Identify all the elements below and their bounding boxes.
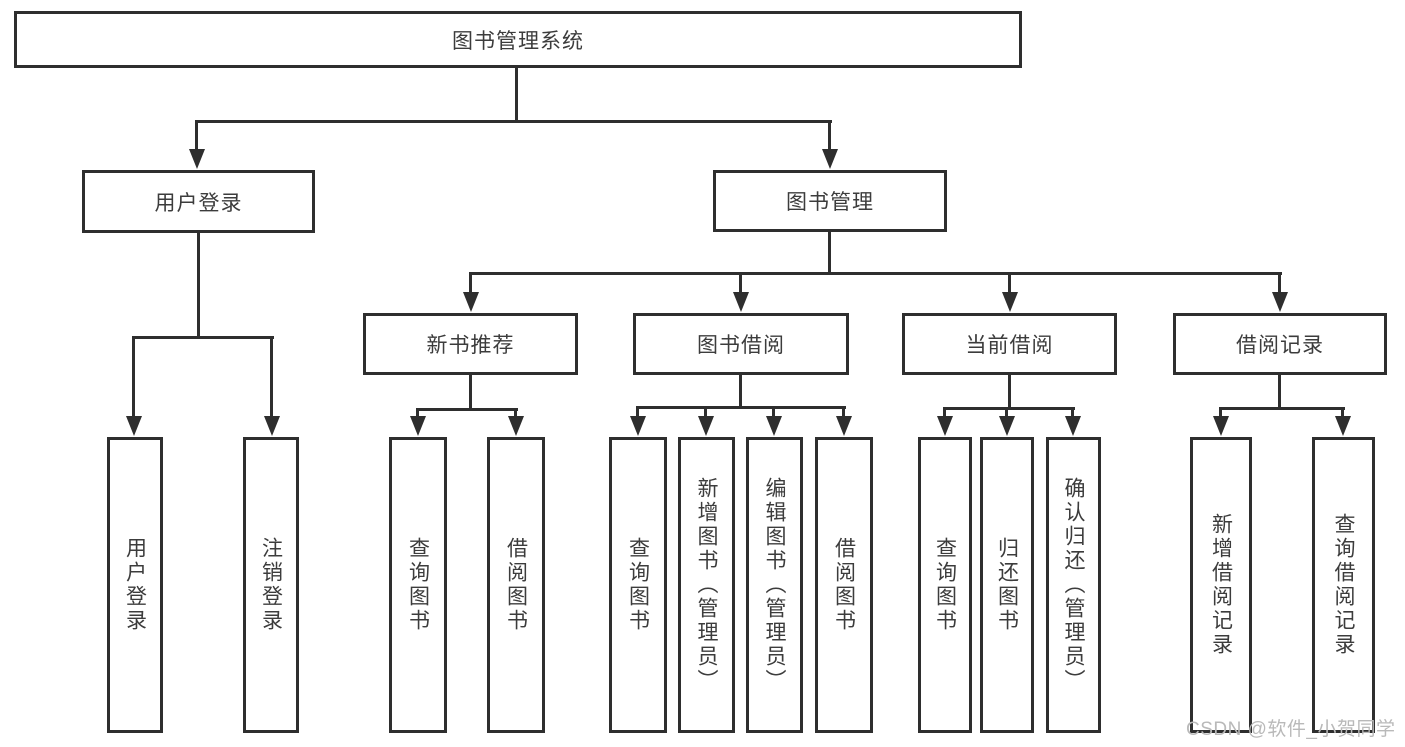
node-user-login-label: 用户登录: [154, 191, 243, 215]
leaf-current-query-books: 查询图书: [918, 437, 972, 733]
connector-arrow-down: [125, 336, 142, 436]
leaf-records-query-record-label: 查询借阅记录: [1332, 513, 1356, 657]
connector-bar: [943, 407, 1075, 410]
node-new-book-recommendation: 新书推荐: [363, 313, 578, 375]
connector-stem: [1008, 374, 1011, 408]
connector-arrow-down: [936, 407, 953, 436]
leaf-recommend-query-books-label: 查询图书: [406, 537, 430, 633]
leaf-recommend-query-books: 查询图书: [389, 437, 447, 733]
connector-stem: [469, 374, 472, 409]
leaf-records-add-record: 新增借阅记录: [1190, 437, 1252, 733]
connector-stem: [1278, 374, 1281, 408]
leaf-borrowing-borrow-books-label: 借阅图书: [832, 537, 856, 633]
connector-bar: [636, 406, 846, 409]
leaf-records-query-record: 查询借阅记录: [1312, 437, 1375, 733]
leaf-borrowing-query-books: 查询图书: [609, 437, 667, 733]
connector-bar: [416, 408, 518, 411]
leaf-recommend-borrow-books: 借阅图书: [487, 437, 545, 733]
node-book-borrowing-label: 图书借阅: [697, 334, 785, 357]
node-user-login: 用户登录: [82, 170, 315, 233]
node-book-management-label: 图书管理: [786, 191, 874, 214]
node-current-borrowing: 当前借阅: [902, 313, 1117, 375]
connector-arrow-down: [835, 406, 852, 436]
leaf-logout-label: 注销登录: [259, 537, 283, 633]
leaf-logout: 注销登录: [243, 437, 299, 733]
leaf-user-login-label: 用户登录: [123, 537, 147, 633]
connector-arrow-down: [697, 406, 714, 436]
connector-bar: [469, 272, 1282, 275]
leaf-borrowing-edit-books-admin: 编辑图书（管理员）: [746, 437, 803, 733]
node-library-system: 图书管理系统: [14, 11, 1022, 68]
watermark: CSDN @软件_小贺同学: [1186, 719, 1396, 740]
connector-stem: [197, 233, 200, 337]
connector-bar: [1219, 407, 1345, 410]
connector-arrow-down: [188, 120, 205, 169]
leaf-current-query-books-label: 查询图书: [933, 537, 957, 633]
node-borrowing-records-label: 借阅记录: [1236, 334, 1324, 357]
connector-arrow-down: [1271, 272, 1288, 312]
node-borrowing-records: 借阅记录: [1173, 313, 1387, 375]
connector-stem: [515, 68, 518, 121]
leaf-borrowing-add-books-admin: 新增图书（管理员）: [678, 437, 735, 733]
leaf-borrowing-query-books-label: 查询图书: [626, 537, 650, 633]
leaf-records-add-record-label: 新增借阅记录: [1209, 513, 1233, 657]
leaf-borrowing-edit-books-admin-label: 编辑图书（管理员）: [763, 477, 787, 693]
connector-arrow-down: [263, 336, 280, 436]
connector-arrow-down: [409, 408, 426, 436]
connector-bar: [195, 120, 832, 123]
connector-arrow-down: [462, 272, 479, 312]
node-book-borrowing: 图书借阅: [633, 313, 849, 375]
leaf-borrowing-borrow-books: 借阅图书: [815, 437, 873, 733]
leaf-current-confirm-return-admin-label: 确认归还（管理员）: [1062, 477, 1086, 693]
connector-arrow-down: [629, 406, 646, 436]
leaf-user-login: 用户登录: [107, 437, 163, 733]
connector-arrow-down: [732, 272, 749, 312]
leaf-recommend-borrow-books-label: 借阅图书: [504, 537, 528, 633]
node-current-borrowing-label: 当前借阅: [965, 334, 1054, 357]
connector-arrow-down: [507, 408, 524, 436]
node-book-management: 图书管理: [713, 170, 947, 232]
connector-stem: [739, 374, 742, 407]
connector-arrow-down: [1212, 407, 1229, 436]
connector-bar: [132, 336, 274, 339]
connector-arrow-down: [1064, 407, 1081, 436]
node-new-book-recommendation-label: 新书推荐: [426, 334, 515, 357]
node-library-system-label: 图书管理系统: [452, 29, 584, 53]
connector-arrow-down: [998, 407, 1015, 436]
connector-arrow-down: [765, 406, 782, 436]
leaf-borrowing-add-books-admin-label: 新增图书（管理员）: [695, 477, 719, 693]
leaf-current-return-books: 归还图书: [980, 437, 1034, 733]
connector-stem: [828, 232, 831, 273]
connector-arrow-down: [821, 120, 838, 169]
leaf-current-confirm-return-admin: 确认归还（管理员）: [1046, 437, 1101, 733]
connector-arrow-down: [1001, 272, 1018, 312]
connector-arrow-down: [1334, 407, 1351, 436]
leaf-current-return-books-label: 归还图书: [995, 537, 1019, 633]
